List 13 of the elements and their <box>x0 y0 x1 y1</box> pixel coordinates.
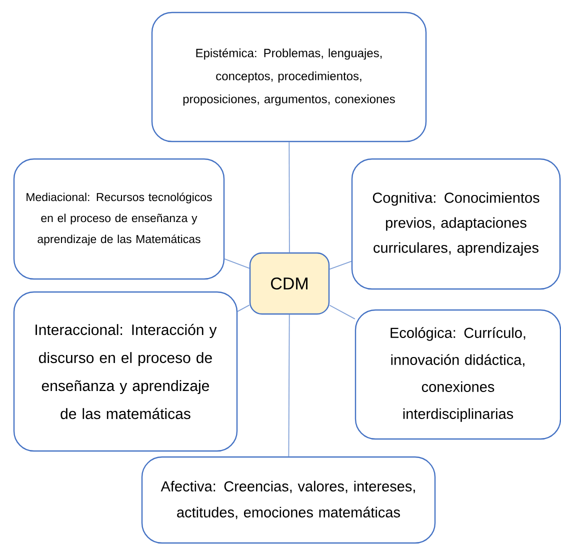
topic-box: Interaccional: Interacción y discurso en el proceso de enseñanza y aprendizaje de las matemáticas <box>13 291 238 452</box>
connector-line <box>224 258 250 269</box>
topic-box: Ecológica: Currículo, innovación didáctica, conexiones interdisciplinarias <box>354 309 561 440</box>
connector-line <box>288 314 290 457</box>
center-box: CDM <box>249 252 330 315</box>
connector-line <box>237 304 250 312</box>
topic-box: Mediacional: Recursos tecnológicos en el proceso de enseñanza y aprendizaje de las Matemáticas <box>13 158 225 280</box>
connector-line <box>288 142 290 253</box>
connector-line <box>329 304 356 320</box>
topic-box: Afectiva: Creencias, valores, intereses, actitudes, emociones matemáticas <box>141 456 436 544</box>
connector-line <box>329 260 352 270</box>
topic-box: Epistémica: Problemas, lenguajes, conceptos, procedimientos, proposiciones, argumentos, conexiones <box>151 12 427 142</box>
topic-box: Cognitiva: Conocimientos previos, adaptaciones curriculares, aprendizajes <box>351 158 561 290</box>
